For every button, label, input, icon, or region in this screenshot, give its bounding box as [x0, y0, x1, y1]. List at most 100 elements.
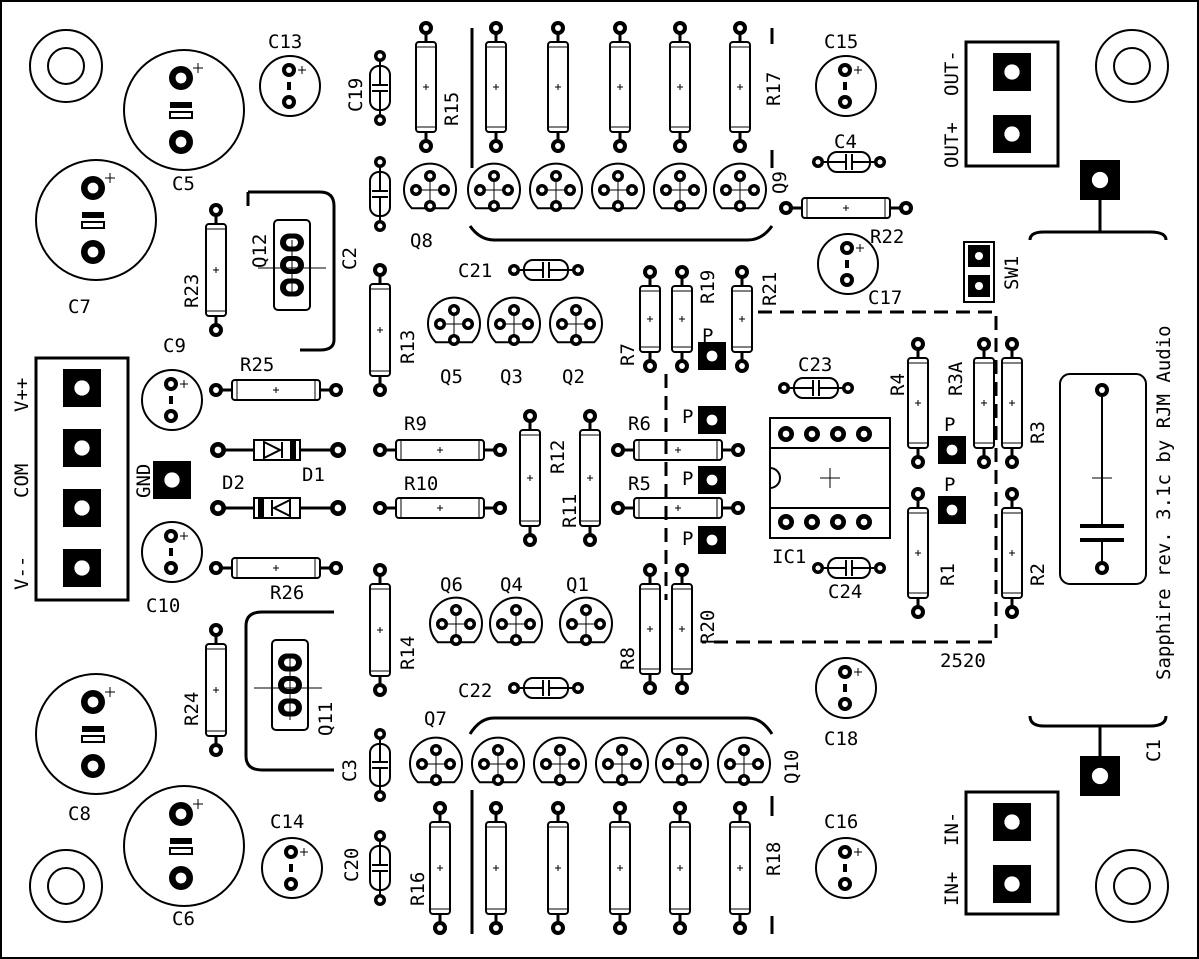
- pad-hole: [974, 281, 984, 291]
- label-Q11: Q11: [315, 702, 337, 736]
- outline-2520: [664, 310, 998, 644]
- pad-hole: [677, 143, 683, 149]
- pad-hole: [511, 267, 517, 273]
- resistor-R17-bank-5: [729, 21, 751, 153]
- capacitor-C13: [259, 55, 321, 117]
- pad-hole: [493, 925, 499, 931]
- pad-hole: [617, 925, 623, 931]
- resistor-R3A: [973, 337, 995, 469]
- pad-hole: [842, 849, 848, 855]
- polarity-band: [169, 847, 193, 855]
- pad-hole: [377, 117, 383, 123]
- resistor-R26: [209, 557, 343, 579]
- pad-hole: [737, 805, 743, 811]
- pad-hole: [815, 565, 821, 571]
- label-Q10: Q10: [781, 750, 803, 784]
- resistor-R8: [639, 563, 661, 695]
- pad-hole: [741, 777, 747, 783]
- pad-hole: [213, 565, 219, 571]
- pad-hole: [74, 500, 90, 516]
- pad-hole: [877, 565, 883, 571]
- pad-hole: [679, 685, 685, 691]
- label-C10: C10: [146, 595, 180, 617]
- label-Q5: Q5: [440, 366, 463, 388]
- mounting-hole: [1113, 47, 1151, 85]
- bracket-curve: [1028, 230, 1168, 241]
- label-C24: C24: [828, 581, 862, 603]
- label-R14: R14: [397, 636, 419, 670]
- pad-hole: [453, 637, 459, 643]
- pad-hole: [571, 761, 577, 767]
- resistor-R16: [429, 801, 451, 935]
- label-D2: D2: [222, 472, 245, 494]
- heatsink-Q12: [246, 190, 336, 352]
- pad-hole: [974, 251, 984, 261]
- label-Q1: Q1: [566, 574, 589, 596]
- mounting-hole: [1113, 867, 1151, 905]
- pad-hole: [377, 833, 383, 839]
- pad-hole: [214, 504, 222, 512]
- polarity-band: [82, 726, 104, 732]
- resistor-R18-bank-4: [669, 801, 691, 935]
- label-Vpp: V++: [11, 378, 33, 412]
- pad-hole: [447, 761, 453, 767]
- pad-hole: [557, 747, 563, 753]
- pad-hole: [334, 446, 342, 454]
- transistor-Q8: [403, 162, 457, 212]
- pad-hole: [213, 207, 219, 213]
- pin1-notch: [769, 467, 781, 489]
- pad-hole: [691, 187, 697, 193]
- pad-hole: [467, 621, 473, 627]
- pad-mark-p4: P: [682, 528, 693, 550]
- transistor-Q10-bank-1: [471, 736, 525, 786]
- pad-hole: [555, 25, 561, 31]
- label-R3A: R3A: [945, 361, 967, 396]
- pad-hole: [663, 187, 669, 193]
- pad-hole: [168, 565, 174, 571]
- capacitor-C20: [369, 830, 391, 906]
- pad-hole: [629, 187, 635, 193]
- polarity-band: [170, 838, 192, 844]
- transistor-Q9-bank-2: [529, 162, 583, 212]
- pad-hole: [427, 203, 433, 209]
- label-C16: C16: [824, 811, 858, 833]
- transistor-Q10-bank-4: [655, 736, 709, 786]
- pad-hole: [647, 363, 653, 369]
- label-C21: C21: [458, 260, 492, 282]
- label-R20: R20: [697, 610, 719, 644]
- pad-hole: [437, 321, 443, 327]
- capacitor-C18: [815, 657, 877, 719]
- pad-hole: [377, 567, 383, 573]
- pad-hole: [511, 685, 517, 691]
- pad-hole: [1091, 767, 1109, 785]
- pad-hole: [981, 341, 987, 347]
- pad-hole: [781, 385, 787, 391]
- label-R19: R19: [697, 270, 719, 304]
- pad-hole: [834, 430, 842, 438]
- pad-hole: [433, 777, 439, 783]
- label-R6: R6: [628, 413, 651, 435]
- pad-mark-p6: P: [944, 474, 955, 496]
- resistor-R1: [907, 487, 929, 619]
- pad-hole: [74, 380, 90, 396]
- pad-hole: [164, 472, 180, 488]
- pad-hole: [1009, 609, 1015, 615]
- output-bracket-top: [468, 28, 774, 242]
- dashed-outline: [702, 310, 998, 644]
- pad-hole: [844, 277, 850, 283]
- pad-hole: [509, 761, 515, 767]
- label-R24: R24: [181, 692, 203, 726]
- pad-hole: [1004, 876, 1020, 892]
- polarity-band: [81, 221, 105, 229]
- polarity-band: [170, 102, 192, 108]
- pad-hole: [842, 701, 848, 707]
- pad-hole: [737, 203, 743, 209]
- gnd-pad: [153, 461, 191, 499]
- label-R16: R16: [407, 872, 429, 906]
- test-pads: [698, 342, 966, 554]
- pad-hole: [739, 363, 745, 369]
- label-C23: C23: [798, 354, 832, 376]
- polarity-mark: [843, 684, 847, 692]
- mounting-hole-tl: [29, 29, 103, 103]
